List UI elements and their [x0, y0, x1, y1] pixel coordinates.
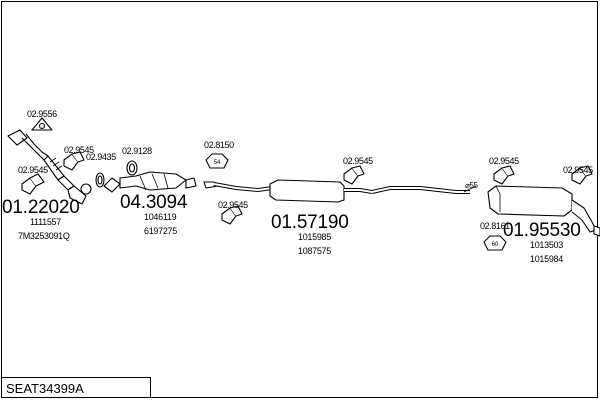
hanger-02-9545-left: [21, 173, 45, 195]
diameter-marker: [463, 185, 477, 193]
hanger-02-9545-mid-left: [221, 205, 243, 225]
hanger-02-9545-rear-right: [571, 165, 593, 185]
main-part-number: 01.57190: [271, 212, 349, 233]
reference-number: 1015985: [298, 232, 331, 242]
reference-number: 1013503: [530, 240, 563, 250]
svg-text:60: 60: [492, 242, 499, 248]
reference-number: 7M3253091Q: [18, 231, 70, 241]
pipe-diameter-label: ⌀55: [465, 181, 478, 190]
reference-number: 1046119: [144, 212, 177, 222]
catalytic-converter-part: [103, 171, 197, 193]
sensor-boss-02-8150: 54: [205, 153, 229, 169]
reference-number: 6197275: [144, 226, 177, 236]
accessory-label: 02.9545: [218, 200, 248, 210]
main-part-number: 01.22020: [2, 197, 80, 218]
clamp-02-9556: [31, 117, 53, 131]
accessory-label: 02.8150: [204, 140, 234, 150]
hanger-02-9545-rear-left: [493, 165, 515, 185]
main-part-number: 04.3094: [120, 192, 188, 213]
reference-number: 1111557: [30, 217, 61, 227]
accessory-label: 02.9556: [27, 109, 57, 119]
accessory-label: 02.9545: [64, 145, 94, 155]
accessory-label: 02.9545: [343, 156, 373, 166]
assembly-code: SEAT34399A: [6, 381, 84, 396]
svg-text:54: 54: [214, 160, 221, 166]
accessory-label: 02.9545: [18, 165, 48, 175]
hanger-02-9545-flex: [63, 151, 85, 171]
assembly-code-box: SEAT34399A: [1, 377, 151, 398]
pipe-diameter-value: 55: [469, 181, 478, 190]
rear-silencer-part: [487, 185, 600, 237]
gasket-02-9128: [126, 160, 138, 176]
main-part-number: 01.95530: [503, 220, 581, 241]
accessory-label: 02.9545: [489, 156, 519, 166]
gasket-02-9435: [95, 172, 105, 188]
reference-number: 1015984: [530, 254, 563, 264]
accessory-label: 02.9545: [563, 165, 593, 175]
accessory-label: 02.8161: [480, 221, 510, 231]
accessory-label: 02.9128: [122, 146, 152, 156]
front-pipe-part: [7, 129, 92, 205]
clamp-02-8161: 60: [483, 235, 507, 251]
center-silencer-part: [203, 179, 470, 203]
hanger-02-9545-center: [343, 165, 365, 185]
reference-number: 1087575: [298, 246, 331, 256]
accessory-label: 02.9435: [86, 152, 116, 162]
